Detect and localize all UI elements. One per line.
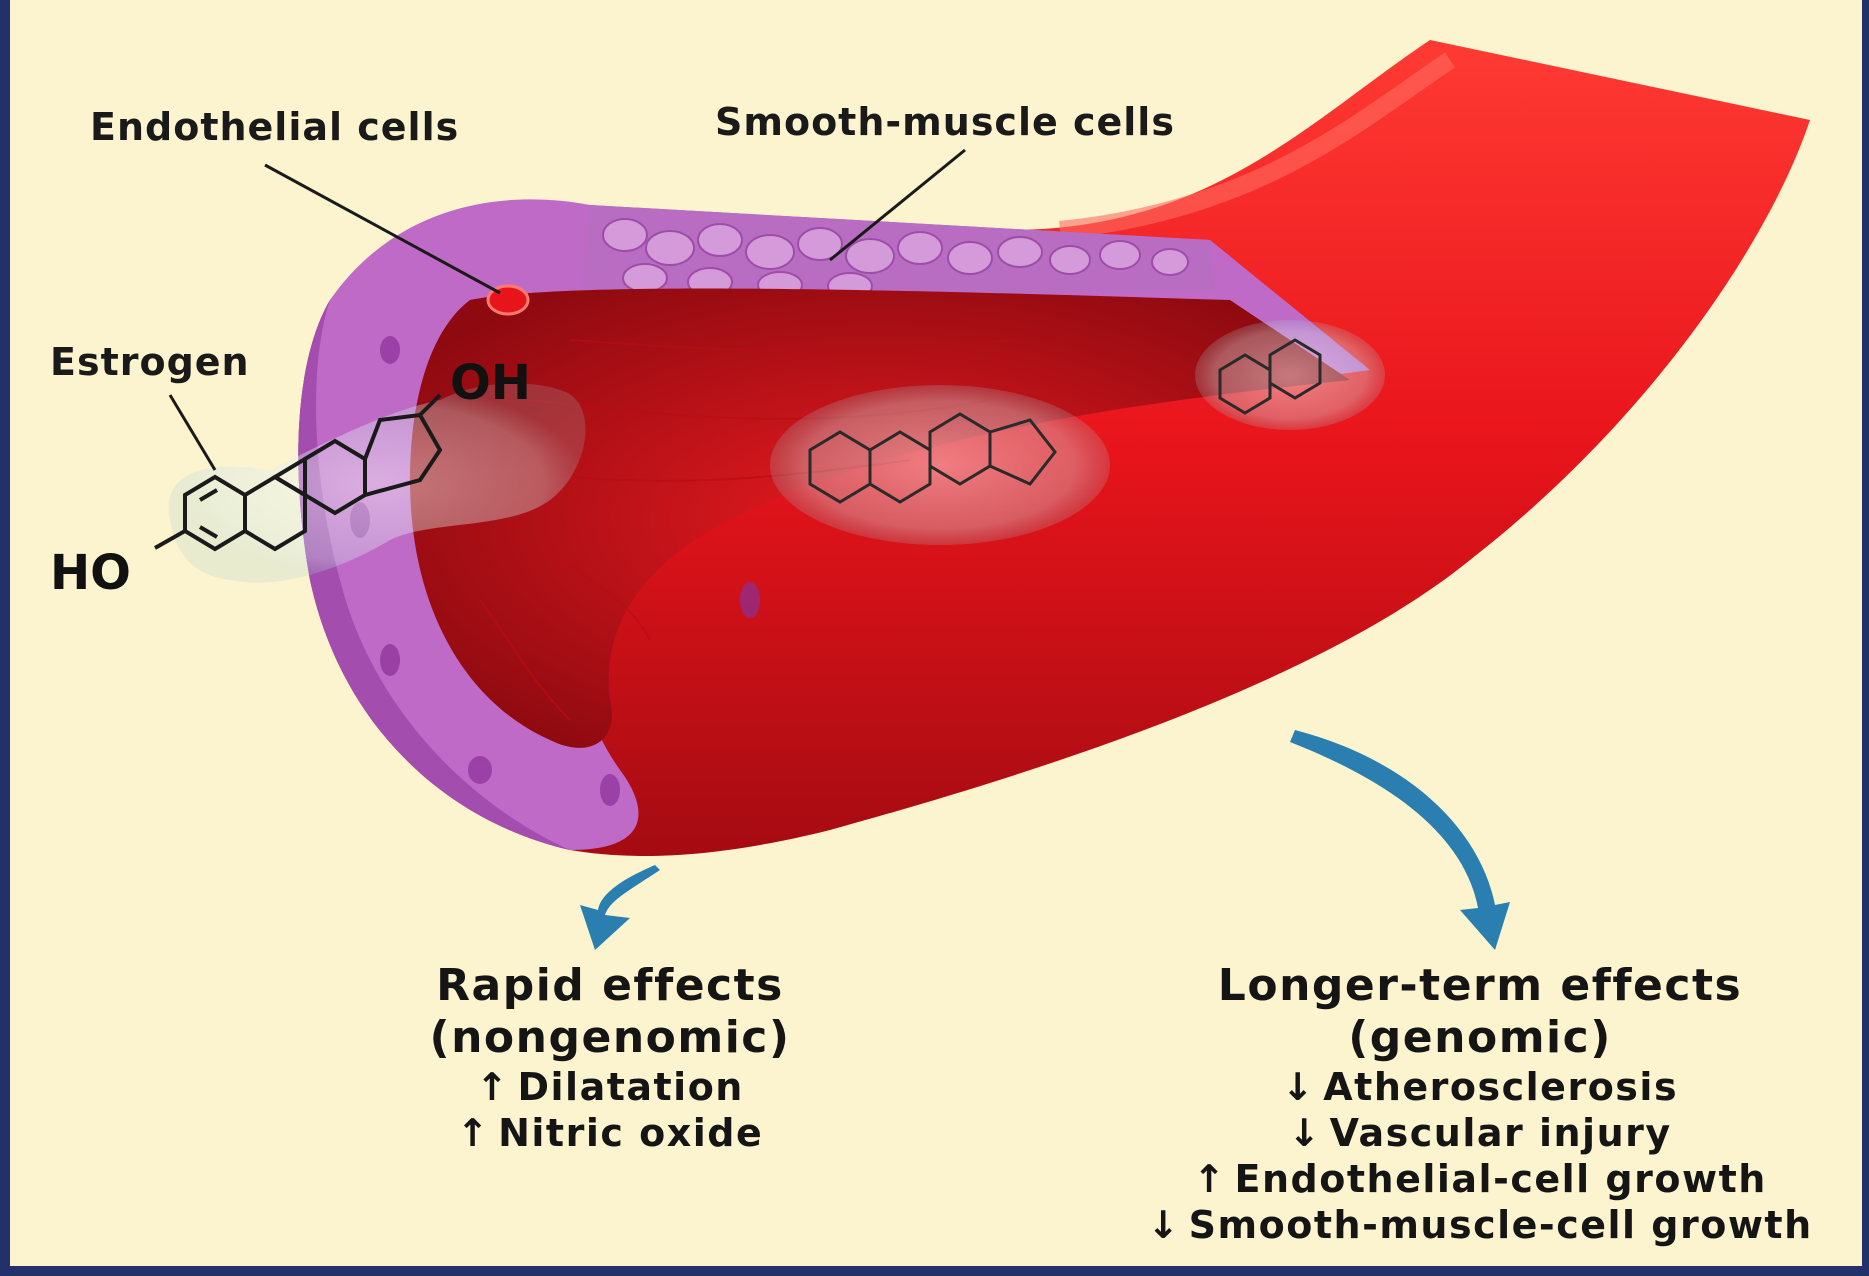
rapid-effects-block: Rapid effects (nongenomic) ↑Dilatation ↑…	[380, 960, 840, 1156]
rapid-effects-arrow	[580, 865, 660, 950]
longer-term-effects-block: Longer-term effects (genomic) ↓Atheroscl…	[1100, 960, 1860, 1248]
up-arrow-icon: ↑	[457, 1110, 490, 1156]
longer-term-effects-arrow	[1290, 730, 1510, 950]
hydroxyl-ho-label: HO	[50, 545, 131, 601]
endothelial-cells-label: Endothelial cells	[90, 105, 459, 149]
smooth-muscle-cells-label: Smooth-muscle cells	[715, 100, 1175, 144]
down-arrow-icon: ↓	[1288, 1110, 1321, 1156]
diagram-canvas: Endothelial cells Smooth-muscle cells Es…	[10, 0, 1862, 1266]
longer-effect-item: ↓Atherosclerosis	[1100, 1064, 1860, 1110]
rapid-effect-item: ↑Dilatation	[380, 1064, 840, 1110]
longer-term-effects-subtitle: (genomic)	[1100, 1012, 1860, 1064]
rapid-effects-title: Rapid effects	[380, 960, 840, 1012]
longer-effect-item: ↓Smooth-muscle-cell growth	[1100, 1202, 1860, 1248]
rapid-effect-item: ↑Nitric oxide	[380, 1110, 840, 1156]
estrogen-molecule-far	[1195, 320, 1385, 430]
down-arrow-icon: ↓	[1282, 1064, 1315, 1110]
rapid-effects-subtitle: (nongenomic)	[380, 1012, 840, 1064]
estrogen-leader	[170, 395, 215, 470]
up-arrow-icon: ↑	[476, 1064, 509, 1110]
estrogen-label: Estrogen	[50, 340, 250, 384]
estrogen-molecule-in-lumen	[770, 385, 1110, 545]
longer-term-effects-title: Longer-term effects	[1100, 960, 1860, 1012]
longer-effect-item: ↓Vascular injury	[1100, 1110, 1860, 1156]
up-arrow-icon: ↑	[1193, 1156, 1226, 1202]
down-arrow-icon: ↓	[1147, 1202, 1180, 1248]
hydroxyl-oh-label: OH	[450, 355, 531, 411]
longer-effect-item: ↑Endothelial-cell growth	[1100, 1156, 1860, 1202]
